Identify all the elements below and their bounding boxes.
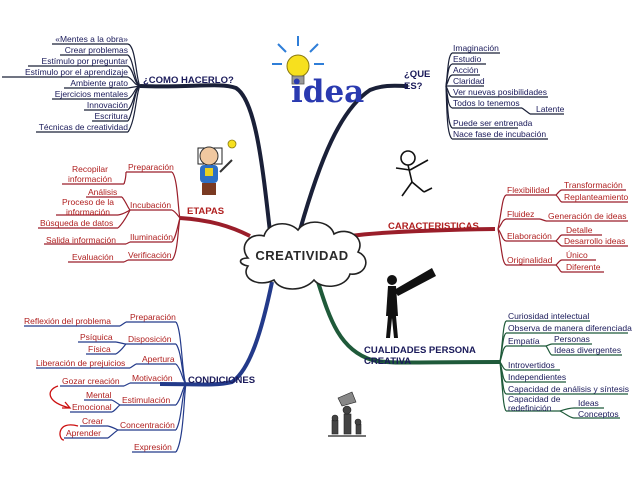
- center-cloud: [239, 221, 367, 290]
- branch-caracteristicas: [349, 227, 496, 238]
- caract-unico: Único: [566, 250, 588, 260]
- cond-liberacion: Liberación de prejuicios: [36, 358, 126, 368]
- cual-ideas-divergentes: Ideas divergentes: [554, 345, 622, 355]
- cual-observa: Observa de manera diferenciada: [508, 323, 632, 333]
- caract-originalidad: Originalidad: [507, 255, 553, 265]
- como-item: Innovación: [86, 100, 128, 110]
- como-item: Técnicas de creatividad: [38, 122, 128, 132]
- dancing-figure-icon: [395, 150, 433, 197]
- cond-crear: Crear: [82, 416, 104, 426]
- caract-transformacion: Transformación: [564, 180, 623, 190]
- caract-desarrollo: Desarrollo ideas: [564, 236, 626, 246]
- cual-empatia: Empatía: [508, 336, 540, 346]
- cual-conceptos: Conceptos: [578, 409, 619, 419]
- etapa-incubacion: Incubación: [130, 200, 172, 210]
- etapa-proceso-1: Proceso de la: [62, 197, 114, 207]
- cond-expresion: Expresión: [134, 442, 172, 452]
- que-es-item: Acción: [453, 65, 479, 75]
- que-es-item: Puede ser entrenada: [453, 118, 533, 128]
- como-item: Ejercicios mentales: [54, 89, 128, 99]
- header-caracteristicas: CARACTERISTICAS: [388, 221, 479, 232]
- como-item: «Mentes a la obra»: [55, 34, 128, 44]
- header-etapas: ETAPAS: [187, 206, 225, 217]
- header-que-es-1: ¿QUE: [404, 69, 431, 80]
- etapa-analisis: Análisis: [88, 187, 118, 197]
- header-como-hacerlo: ¿COMO HACERLO?: [143, 75, 234, 86]
- cond-disposicion: Disposición: [128, 334, 172, 344]
- branch-cualidades: [316, 281, 501, 365]
- etapa-verificacion: Verificación: [128, 250, 172, 260]
- etapa-recopilar-1: Recopilar: [72, 164, 108, 174]
- cual-independientes: Independientes: [508, 372, 567, 382]
- idea-word: idea: [291, 74, 365, 110]
- como-item: Ambiente grato: [70, 78, 128, 88]
- cond-emocional: Emocional: [72, 402, 112, 412]
- que-es-item: Ver nuevas posibilidades: [453, 87, 548, 97]
- cond-apertura: Apertura: [142, 354, 175, 364]
- cond-preparacion: Preparación: [130, 312, 176, 322]
- cual-personas: Personas: [554, 334, 590, 344]
- cond-reflexion: Reflexión del problema: [24, 316, 111, 326]
- header-que-es-2: ES?: [404, 81, 423, 92]
- caract-replanteamiento: Replanteamiento: [564, 192, 629, 202]
- cond-psiquica: Psíquica: [80, 332, 113, 342]
- que-es-item: Todos lo tenemos: [453, 98, 520, 108]
- cual-capacidad-analisis: Capacidad de análisis y síntesis: [508, 384, 629, 394]
- cual-introvertidos: Introvertidos: [508, 360, 555, 370]
- que-es-latente: Latente: [536, 104, 565, 114]
- etapa-recopilar-2: información: [68, 174, 112, 184]
- cond-motivacion: Motivación: [132, 373, 173, 383]
- caract-diferente: Diferente: [566, 262, 601, 272]
- caract-fluidez: Fluidez: [507, 209, 535, 219]
- cual-capacidad-redef-2: redefinición: [508, 403, 552, 413]
- center-title: CREATIVIDAD: [255, 248, 349, 263]
- cond-mental: Mental: [86, 390, 112, 400]
- branch-etapas: [179, 216, 251, 238]
- como-item: Estímulo por preguntar: [41, 56, 128, 66]
- etapa-preparacion: Preparación: [128, 162, 174, 172]
- que-es-item: Claridad: [453, 76, 485, 86]
- header-cualidades-2: CREATIVA: [364, 356, 412, 367]
- lightbulb-icon: [272, 36, 324, 85]
- header-cualidades-1: CUALIDADES PERSONA: [364, 345, 476, 356]
- cond-gozar: Gozar creación: [62, 376, 120, 386]
- chess-pieces-icon: [328, 391, 366, 437]
- etapa-busqueda: Búsqueda de datos: [40, 218, 114, 228]
- cual-curiosidad: Curiosidad intelectual: [508, 311, 590, 321]
- como-item: Crear problemas: [64, 45, 128, 55]
- branch-condiciones: [159, 281, 274, 387]
- caract-flexibilidad: Flexibilidad: [507, 185, 550, 195]
- cual-ideas: Ideas: [578, 398, 599, 408]
- cond-fisica: Física: [88, 344, 111, 354]
- etapa-proceso-2: información: [66, 207, 110, 217]
- caract-elaboracion: Elaboración: [507, 231, 552, 241]
- branch-que-es: [298, 83, 409, 231]
- etapa-salida: Salida información: [46, 235, 116, 245]
- telescope-figure-icon: [386, 268, 436, 338]
- que-es-item: Nace fase de incubación: [453, 129, 547, 139]
- student-figure-icon: [197, 139, 237, 195]
- etapa-evaluacion: Evaluación: [72, 252, 114, 262]
- como-item: Escritura: [94, 111, 128, 121]
- etapa-iluminacion: Iluminación: [130, 232, 173, 242]
- que-es-item: Imaginación: [453, 43, 499, 53]
- que-es-item: Estudio: [453, 54, 482, 64]
- cual-capacidad-redef-1: Capacidad de: [508, 394, 561, 404]
- caract-generacion: Generación de ideas: [548, 211, 627, 221]
- como-item: Estímulo por el aprendizaje: [24, 67, 128, 77]
- cond-concentracion: Concentración: [120, 420, 175, 430]
- header-condiciones: CONDICIONES: [188, 375, 256, 386]
- cond-estimulacion: Estimulación: [122, 395, 171, 405]
- cond-aprender: Aprender: [66, 428, 101, 438]
- branch-como: [139, 83, 272, 233]
- caract-detalle: Detalle: [566, 225, 593, 235]
